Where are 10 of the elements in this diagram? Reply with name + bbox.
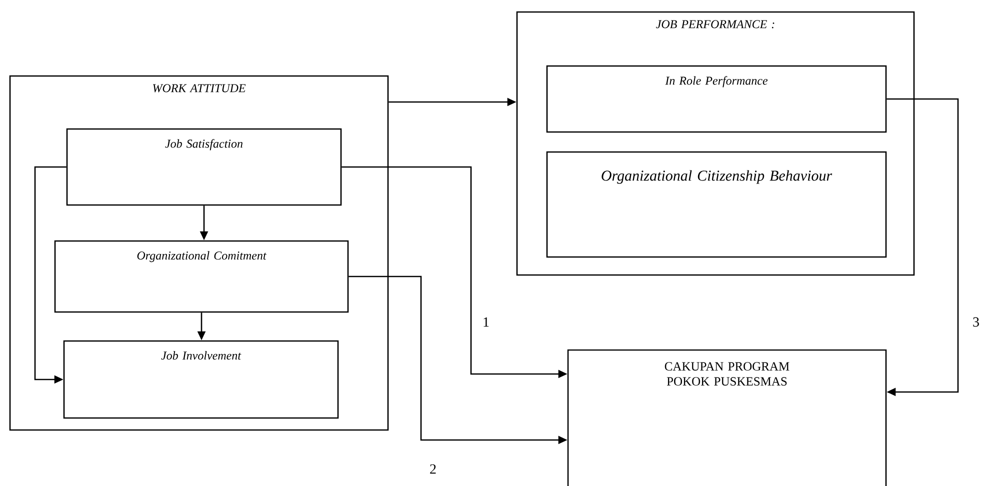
- concept-box: Organizational Citizenship Behaviour: [546, 151, 887, 258]
- arrow: [886, 98, 959, 396]
- edge-label: 2: [430, 464, 436, 474]
- concept-box: Job Satisfaction: [66, 128, 342, 206]
- edge-label: 3: [973, 317, 979, 327]
- edge-label: 1: [484, 317, 489, 327]
- concept-box: Organizational Comitment: [54, 240, 349, 313]
- concept-box: In Role Performance: [546, 65, 887, 133]
- concept-box: Job Involvement: [63, 340, 339, 419]
- outcome-box: CAKUPAN PROGRAM POKOK PUSKESMAS: [567, 349, 887, 486]
